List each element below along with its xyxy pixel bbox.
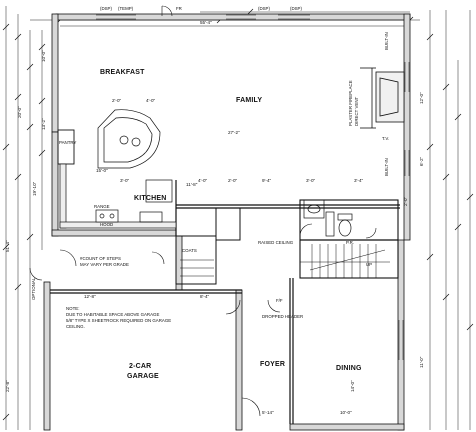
dim-kitchen-width: 15'-0" <box>96 168 108 173</box>
note-garage-3: 5/8" TYPE X SHEETROCK REQUIRED ON GARAGE <box>66 318 171 323</box>
dim-3-4: 3'-4" <box>354 178 364 183</box>
fireplace <box>360 67 405 129</box>
dim-dining-width: 10'-0" <box>340 410 352 415</box>
room-label-dining: DINING <box>336 365 362 372</box>
dim-9-4: 9'-4" <box>262 178 272 183</box>
stairs <box>180 244 390 278</box>
dim-family-width: 27'-2" <box>228 130 240 135</box>
dim-dining-depth: 14'-0" <box>350 380 355 392</box>
note-steps-1: #COUNT OF STEPS <box>80 256 121 261</box>
room-label-kitchen: KITCHEN <box>134 195 167 202</box>
dim-side-13: 13'-2" <box>41 118 46 130</box>
dim-family-depth: 19'-10" <box>32 181 37 196</box>
dim-top-overall: 55'-4" <box>200 20 212 25</box>
windows <box>96 14 410 360</box>
note-temp: (TEMP) <box>118 6 134 11</box>
note-coats: COATS <box>182 248 197 253</box>
dim-side-10: 10'-0" <box>41 50 46 62</box>
bath-fixtures <box>303 199 353 237</box>
door-swings <box>29 5 377 417</box>
room-label-breakfast: BREAKFAST <box>100 69 145 76</box>
room-label-garage-2: GARAGE <box>127 373 159 380</box>
dim-2-0b: 2'-0" <box>112 98 122 103</box>
note-range-hood: HOOD <box>100 222 113 227</box>
dim-3-0b: 3'-0" <box>306 178 316 183</box>
dim-right-11: 11'-0" <box>419 356 424 368</box>
dim-garage-width2: 8'-4" <box>200 294 210 299</box>
dim-left-lower: 22'-8" <box>5 380 10 392</box>
dim-2-0: 2'-0" <box>228 178 238 183</box>
kitchen-counters <box>59 109 177 229</box>
note-dsp-2: (DSP) <box>290 6 302 11</box>
dim-4-0: 4'-0" <box>198 178 208 183</box>
note-built-in: BUILT-IN <box>384 32 389 50</box>
dim-right-6: 6'-2" <box>419 156 424 166</box>
room-label-foyer: FOYER <box>260 361 285 368</box>
note-up: UP <box>366 262 372 267</box>
note-fireplace-2: DIRECT VENT <box>354 96 359 126</box>
dim-right-2: 2'-0" <box>403 196 408 206</box>
dim-foyer-width: 5'-14" <box>262 410 274 415</box>
note-garage-4: CEILING. <box>66 324 85 329</box>
dim-4-0b: 4'-0" <box>146 98 156 103</box>
note-fireplace-1: PLASTER FIREPLACE <box>348 80 353 126</box>
note-garage-2: DUE TO HABITABLE SPACE ABOVE GARAGE <box>66 312 159 317</box>
room-label-family: FAMILY <box>236 97 262 104</box>
note-built-in-2: BUILT-IN <box>384 158 389 176</box>
interior-walls <box>50 129 400 424</box>
note-garage-1: NOTE: <box>66 306 79 311</box>
dim-right-12: 12'-0" <box>419 92 424 104</box>
note-pr: P.R. <box>346 240 354 245</box>
note-tv: T.V. <box>382 136 389 141</box>
exterior-walls <box>43 13 411 431</box>
dim-garage-width: 12'-8" <box>84 294 96 299</box>
note-raised-ceiling: RAISED CEILING <box>258 240 294 245</box>
room-label-garage-1: 2-CAR <box>129 363 151 370</box>
note-ff: F/F <box>276 298 283 303</box>
dim-kitchen-depth: 11'-8" <box>186 182 198 187</box>
note-optional-door: OPTIONAL <box>31 277 36 300</box>
dim-3-0a: 3'-0" <box>120 178 130 183</box>
note-steps-2: MAY VARY PER GRADE <box>80 262 129 267</box>
dim-side-20: 20'-0" <box>17 106 22 118</box>
note-range: RANGE <box>94 204 110 209</box>
dim-left-overall: 51'-4" <box>5 240 10 252</box>
note-dsp-1: (DSP) <box>258 6 270 11</box>
note-fr: FR <box>176 6 182 11</box>
room-label-pantry: PANTRY <box>59 140 76 145</box>
note-dsp-temp: (DSP) <box>100 6 112 11</box>
note-dropped-header: DROPPED HEADER <box>262 314 303 319</box>
